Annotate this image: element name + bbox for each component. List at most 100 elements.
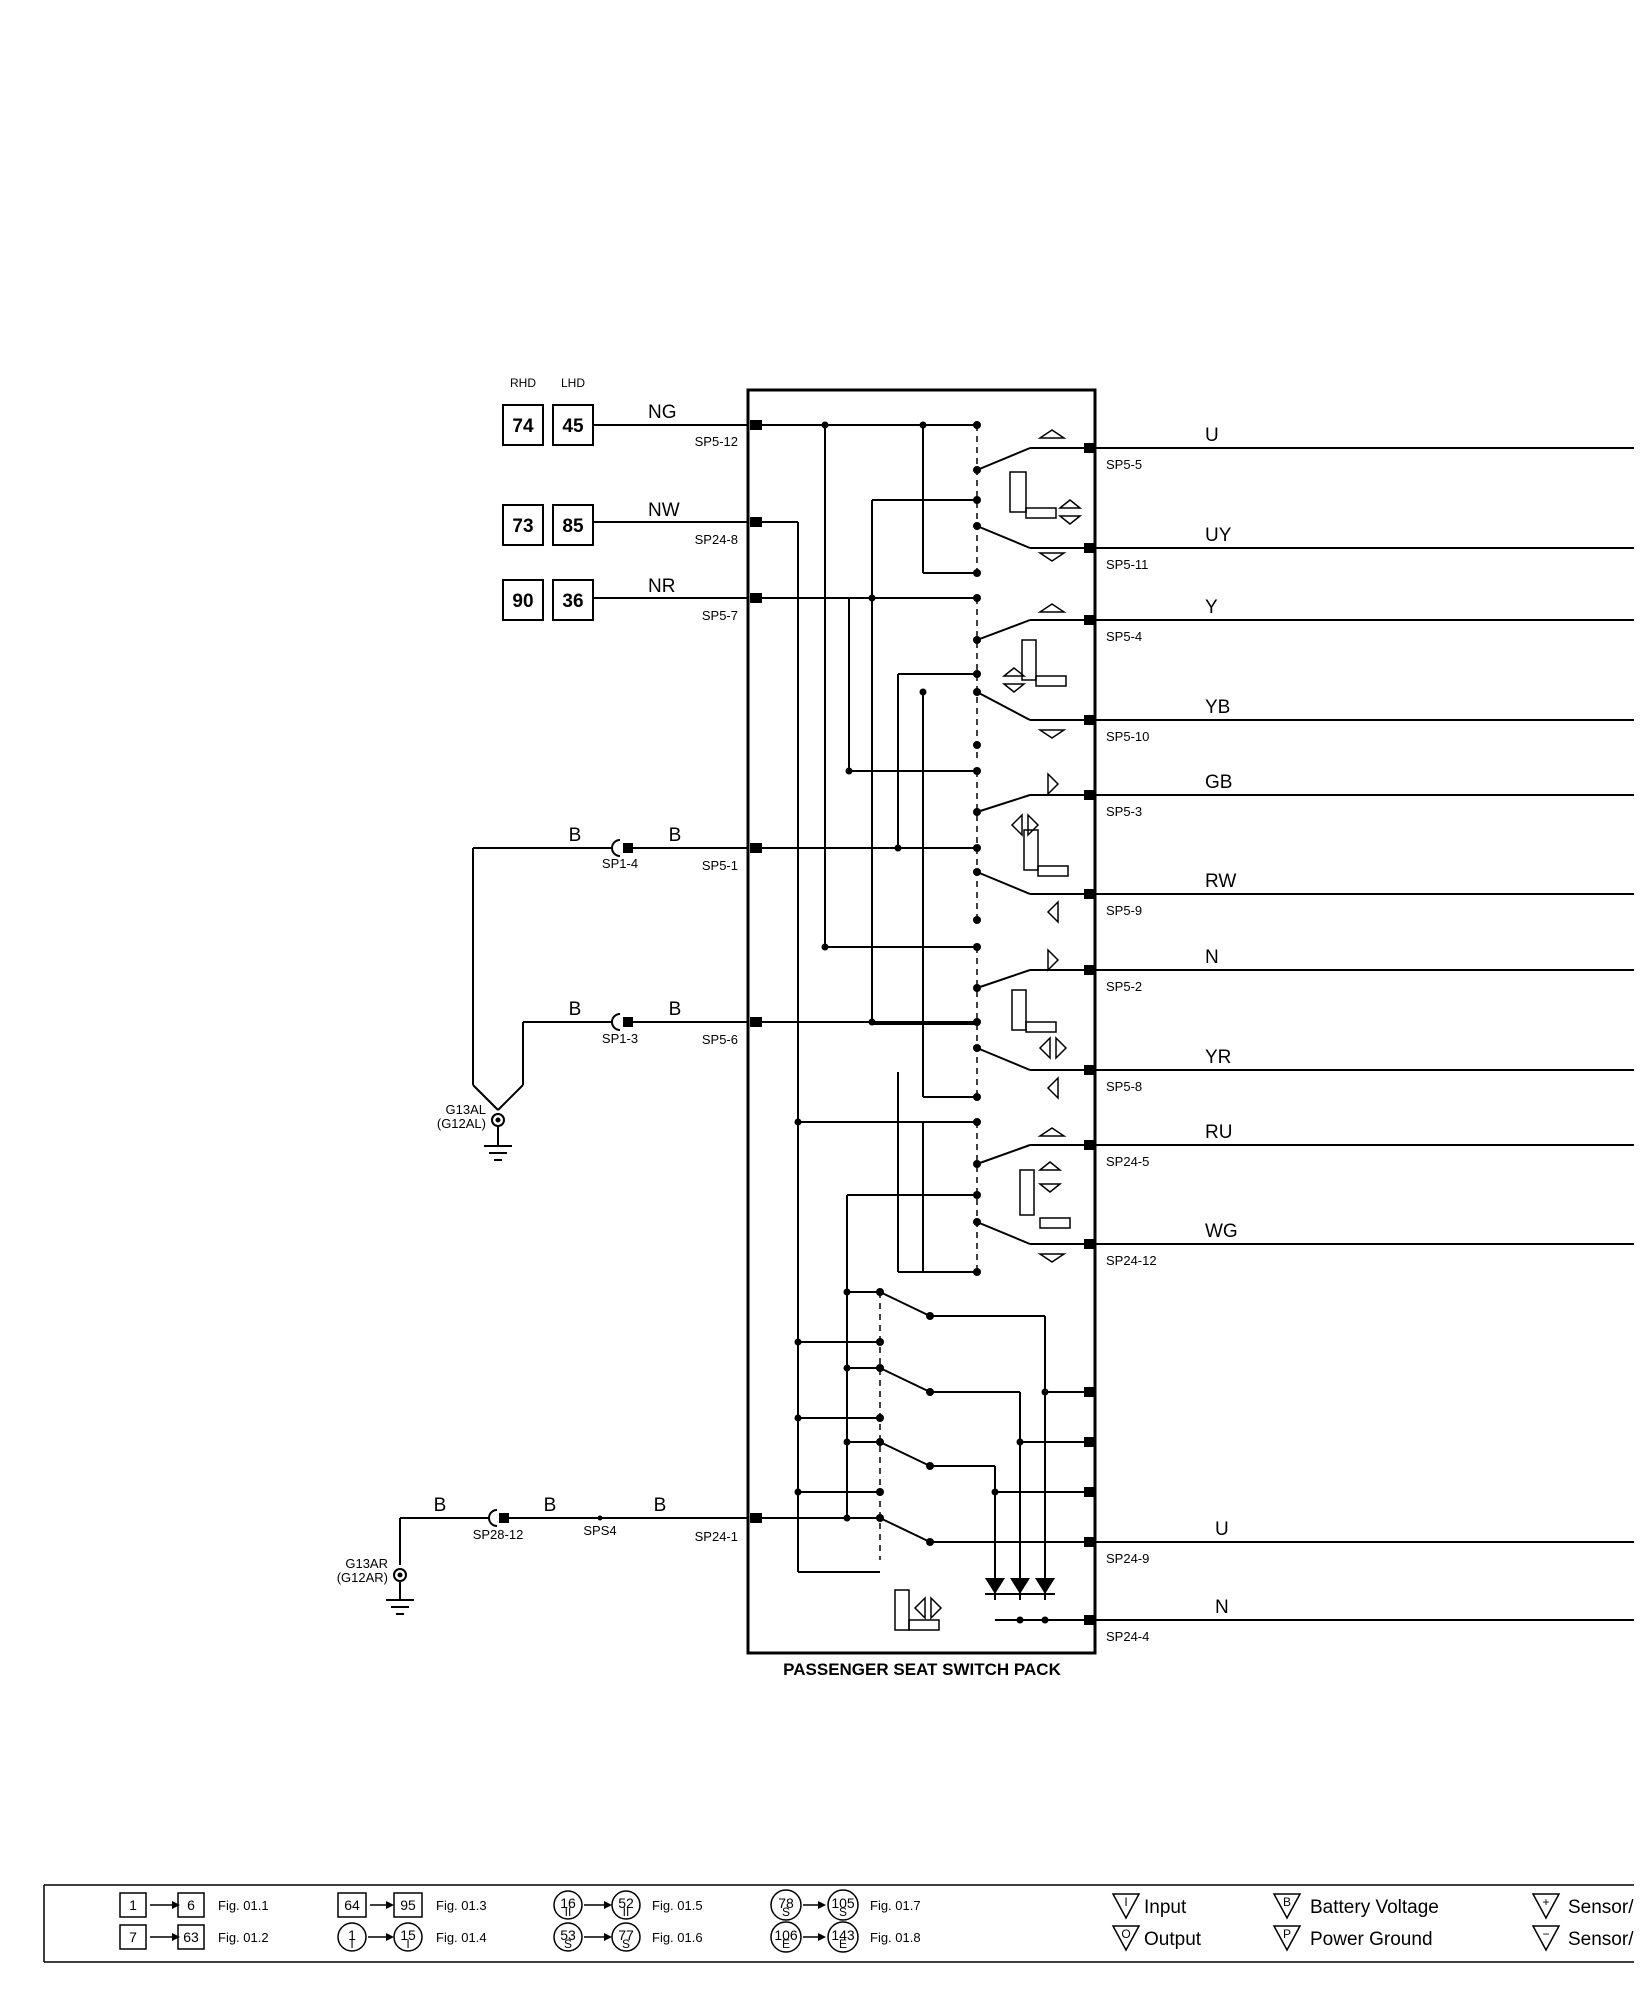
switch-pack-title: PASSENGER SEAT SWITCH PACK — [783, 1660, 1061, 1679]
svg-text:SP5-11: SP5-11 — [1106, 557, 1148, 572]
svg-text:78: 78 — [778, 1895, 794, 1911]
svg-text:II: II — [623, 1905, 630, 1919]
svg-text:Fig. 01.7: Fig. 01.7 — [870, 1898, 921, 1913]
svg-text:7: 7 — [129, 1929, 137, 1945]
switch-group-1 — [976, 425, 1090, 573]
legend-symbol-sensor-minus: − Sensor/ — [1531, 1925, 1634, 1952]
svg-text:S: S — [839, 1905, 847, 1919]
svg-text:6: 6 — [187, 1897, 195, 1913]
legend-symbol-sensor-plus: + Sensor/ — [1531, 1893, 1634, 1920]
svg-text:U: U — [1205, 425, 1219, 446]
svg-text:E: E — [782, 1937, 790, 1951]
legend-symbol-output: O Output — [1111, 1925, 1202, 1952]
svg-text:NW: NW — [648, 500, 680, 521]
svg-text:SP1-3: SP1-3 — [602, 1031, 638, 1046]
ground-circuit-2: B SP1-3 B SP5-6 — [522, 999, 748, 1085]
svg-text:SP5-5: SP5-5 — [1106, 457, 1142, 472]
left-terminals — [750, 420, 762, 1523]
svg-text:YB: YB — [1205, 697, 1230, 718]
legend-panel: 1 6 Fig. 01.1 7 63 Fig. 01.2 64 95 Fig. … — [43, 1884, 1634, 1963]
svg-text:N: N — [1205, 947, 1219, 968]
svg-text:Fig. 01.3: Fig. 01.3 — [436, 1898, 487, 1913]
svg-text:36: 36 — [562, 591, 583, 612]
svg-text:1: 1 — [348, 1927, 356, 1943]
svg-text:SP5-6: SP5-6 — [702, 1032, 738, 1047]
svg-text:I: I — [350, 1937, 353, 1951]
switch-group-5 — [976, 1122, 1090, 1272]
legend-symbol-battery: B Battery Voltage — [1272, 1893, 1439, 1920]
lhd-header: LHD — [561, 376, 585, 390]
svg-text:Output: Output — [1144, 1929, 1202, 1950]
svg-text:II: II — [565, 1905, 572, 1919]
svg-text:SP24-8: SP24-8 — [695, 532, 738, 547]
svg-text:B: B — [654, 1495, 667, 1516]
svg-text:B: B — [569, 825, 582, 846]
legend-symbol-power-ground: P Power Ground — [1272, 1925, 1433, 1952]
svg-text:95: 95 — [400, 1897, 416, 1913]
svg-text:YR: YR — [1205, 1047, 1231, 1068]
svg-text:SP5-2: SP5-2 — [1106, 979, 1142, 994]
svg-text:SP24-4: SP24-4 — [1106, 1629, 1149, 1644]
output-wire-3: Y SP5-4 — [1084, 597, 1634, 644]
output-wire-1: U SP5-5 — [1084, 425, 1634, 472]
svg-text:RU: RU — [1205, 1122, 1232, 1143]
output-wire-10: WG SP24-12 — [1084, 1221, 1634, 1268]
legend-range-3: 64 95 Fig. 01.3 — [337, 1892, 487, 1918]
svg-text:SP5-4: SP5-4 — [1106, 629, 1142, 644]
svg-text:B: B — [1283, 1895, 1291, 1909]
svg-text:B: B — [569, 999, 582, 1020]
svg-text:SP1-4: SP1-4 — [602, 856, 638, 871]
svg-text:(G12AL): (G12AL) — [437, 1116, 486, 1131]
input-feed-1: 74 45 NG SP5-12 — [502, 402, 748, 449]
svg-text:Fig. 01.1: Fig. 01.1 — [218, 1898, 269, 1913]
internal-links — [755, 424, 977, 1273]
svg-text:52: 52 — [618, 1895, 634, 1911]
junction-dots — [794, 421, 1049, 1624]
svg-text:63: 63 — [183, 1929, 199, 1945]
svg-text:106: 106 — [774, 1927, 798, 1943]
legend-range-4: 1I 15I Fig. 01.4 — [337, 1922, 487, 1952]
svg-text:143: 143 — [831, 1927, 855, 1943]
svg-text:SP5-1: SP5-1 — [702, 858, 738, 873]
svg-text:15: 15 — [400, 1927, 416, 1943]
svg-text:G13AL: G13AL — [446, 1102, 486, 1117]
svg-text:P: P — [1283, 1927, 1291, 1941]
switch-group-3 — [976, 771, 1090, 924]
svg-text:B: B — [669, 999, 682, 1020]
svg-text:SP5-3: SP5-3 — [1106, 804, 1142, 819]
ground-point-right: G13AR (G12AR) — [337, 1556, 414, 1615]
memory-switch-matrix — [755, 1120, 1096, 1631]
svg-text:NG: NG — [648, 402, 677, 423]
svg-text:WG: WG — [1205, 1221, 1238, 1242]
svg-text:SP5-7: SP5-7 — [702, 608, 738, 623]
svg-text:45: 45 — [562, 416, 584, 437]
svg-text:O: O — [1121, 1927, 1130, 1941]
svg-text:+: + — [1542, 1895, 1549, 1909]
svg-text:SP24-12: SP24-12 — [1106, 1253, 1157, 1268]
svg-text:S: S — [782, 1905, 790, 1919]
svg-text:Sensor/: Sensor/ — [1568, 1897, 1634, 1918]
svg-text:Power Ground: Power Ground — [1310, 1929, 1433, 1950]
svg-text:SP5-8: SP5-8 — [1106, 1079, 1142, 1094]
svg-text:SPS4: SPS4 — [583, 1523, 616, 1538]
rhd-header: RHD — [510, 376, 536, 390]
svg-text:SP24-1: SP24-1 — [695, 1529, 738, 1544]
svg-text:74: 74 — [512, 416, 534, 437]
svg-text:SP5-10: SP5-10 — [1106, 729, 1149, 744]
svg-text:GB: GB — [1205, 772, 1232, 793]
ground-circuit-3: B SP28-12 B SPS4 B SP24-1 — [399, 1495, 748, 1565]
svg-text:SP5-9: SP5-9 — [1106, 903, 1142, 918]
svg-text:I: I — [1124, 1895, 1127, 1909]
svg-text:SP28-12: SP28-12 — [473, 1527, 524, 1542]
svg-text:105: 105 — [831, 1895, 855, 1911]
svg-text:Y: Y — [1205, 597, 1218, 618]
switch-group-4 — [976, 947, 1090, 1100]
svg-text:U: U — [1215, 1519, 1229, 1540]
svg-text:85: 85 — [562, 516, 584, 537]
